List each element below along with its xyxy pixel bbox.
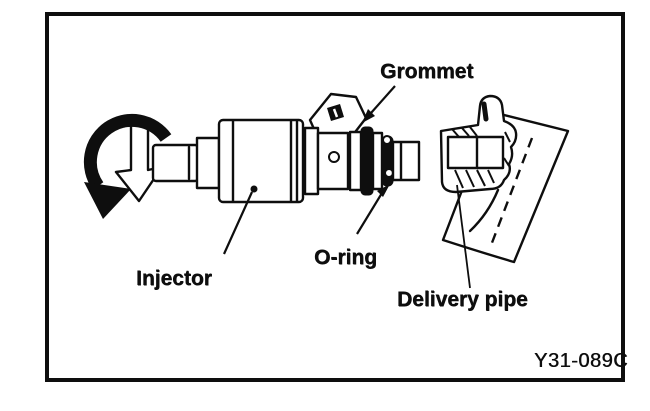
delivery-pipe-drawing bbox=[439, 94, 570, 264]
label-delivery-pipe: Delivery pipe bbox=[397, 288, 528, 311]
rotation-arrow-icon bbox=[83, 113, 172, 219]
injector-drawing bbox=[151, 92, 421, 204]
figure-code: Y31-089C bbox=[534, 350, 629, 372]
grommet-leader-arrow bbox=[362, 85, 396, 123]
label-oring: O-ring bbox=[314, 246, 377, 269]
socket-hatching bbox=[451, 126, 511, 189]
grommet-ring bbox=[360, 126, 374, 196]
injector-body bbox=[217, 118, 305, 204]
oring-leader-arrow bbox=[356, 184, 390, 235]
injector-nozzle bbox=[151, 143, 200, 183]
pipe-centerline bbox=[488, 137, 534, 249]
delivery-pipe-body bbox=[441, 110, 570, 264]
delivery-pipe-leader-line bbox=[456, 184, 471, 289]
label-grommet: Grommet bbox=[380, 60, 474, 83]
injector-leader-line bbox=[222, 185, 258, 255]
socket-opening bbox=[446, 135, 505, 170]
label-injector: Injector bbox=[136, 267, 212, 290]
figure-border bbox=[45, 12, 625, 382]
